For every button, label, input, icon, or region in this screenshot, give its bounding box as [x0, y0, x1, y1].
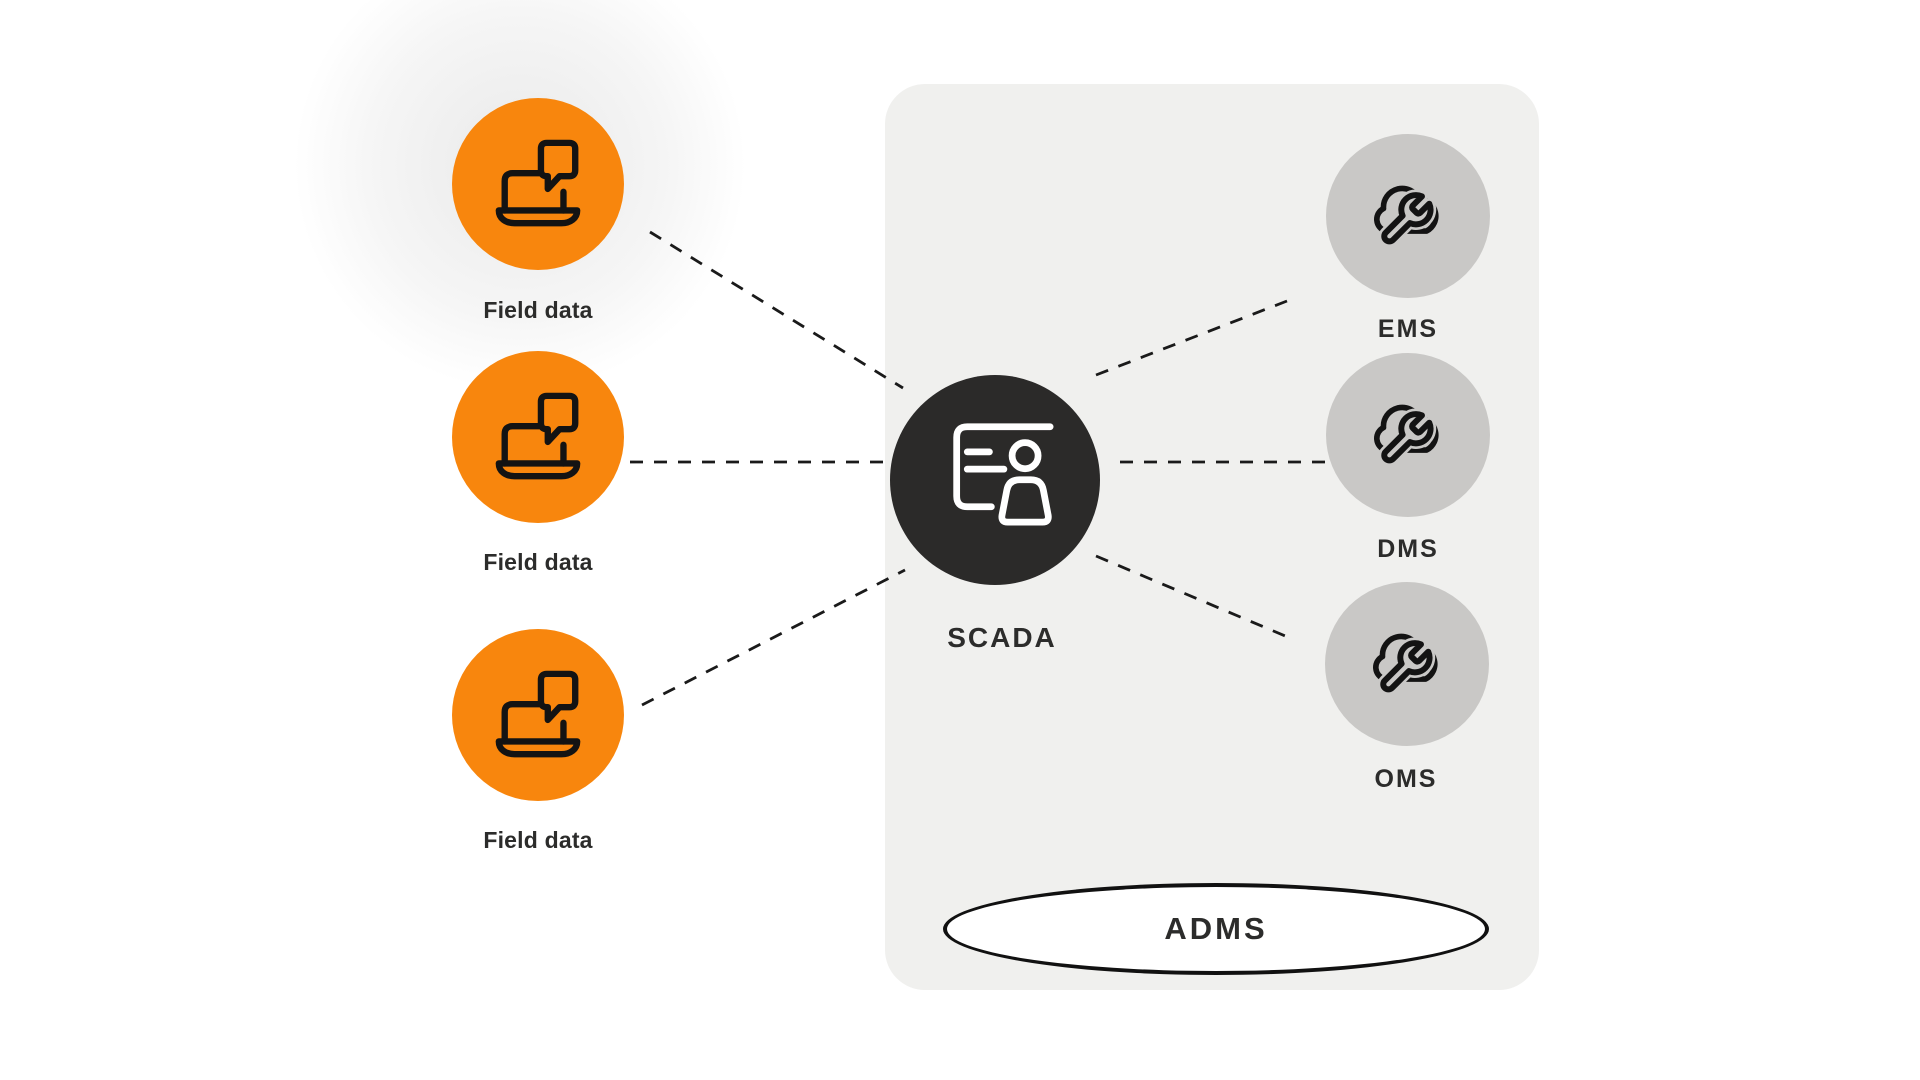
laptop-chat-icon: [495, 139, 581, 227]
dms-label: DMS: [1377, 535, 1439, 563]
connector-field1-scada: [649, 230, 904, 390]
field-data-label: Field data: [483, 297, 593, 323]
adms-node: ADMS: [943, 883, 1489, 975]
laptop-chat-icon: [495, 392, 581, 480]
laptop-chat-icon: [495, 670, 581, 758]
cloud-wrench-icon: [1373, 633, 1438, 695]
ems-label: EMS: [1377, 315, 1439, 343]
cloud-wrench-icon: [1374, 404, 1439, 466]
cloud-wrench-icon: [1374, 185, 1439, 247]
connector-scada-ems: [1095, 299, 1288, 377]
field-data-circle: [452, 629, 624, 801]
ems-circle: [1326, 134, 1490, 298]
oms-circle: [1325, 582, 1489, 746]
field-data-label: Field data: [483, 827, 593, 853]
scada-circle: [890, 375, 1100, 585]
oms-label: OMS: [1374, 765, 1438, 793]
scada-label: SCADA: [947, 622, 1057, 653]
field-data-label: Field data: [483, 549, 593, 575]
connector-field3-scada: [641, 568, 906, 707]
field-data-circle: [452, 98, 624, 270]
adms-label: ADMS: [1164, 911, 1268, 946]
connector-scada-oms: [1095, 554, 1291, 640]
field-data-circle: [452, 351, 624, 523]
dms-circle: [1326, 353, 1490, 517]
presentation-user-icon: [953, 423, 1054, 526]
